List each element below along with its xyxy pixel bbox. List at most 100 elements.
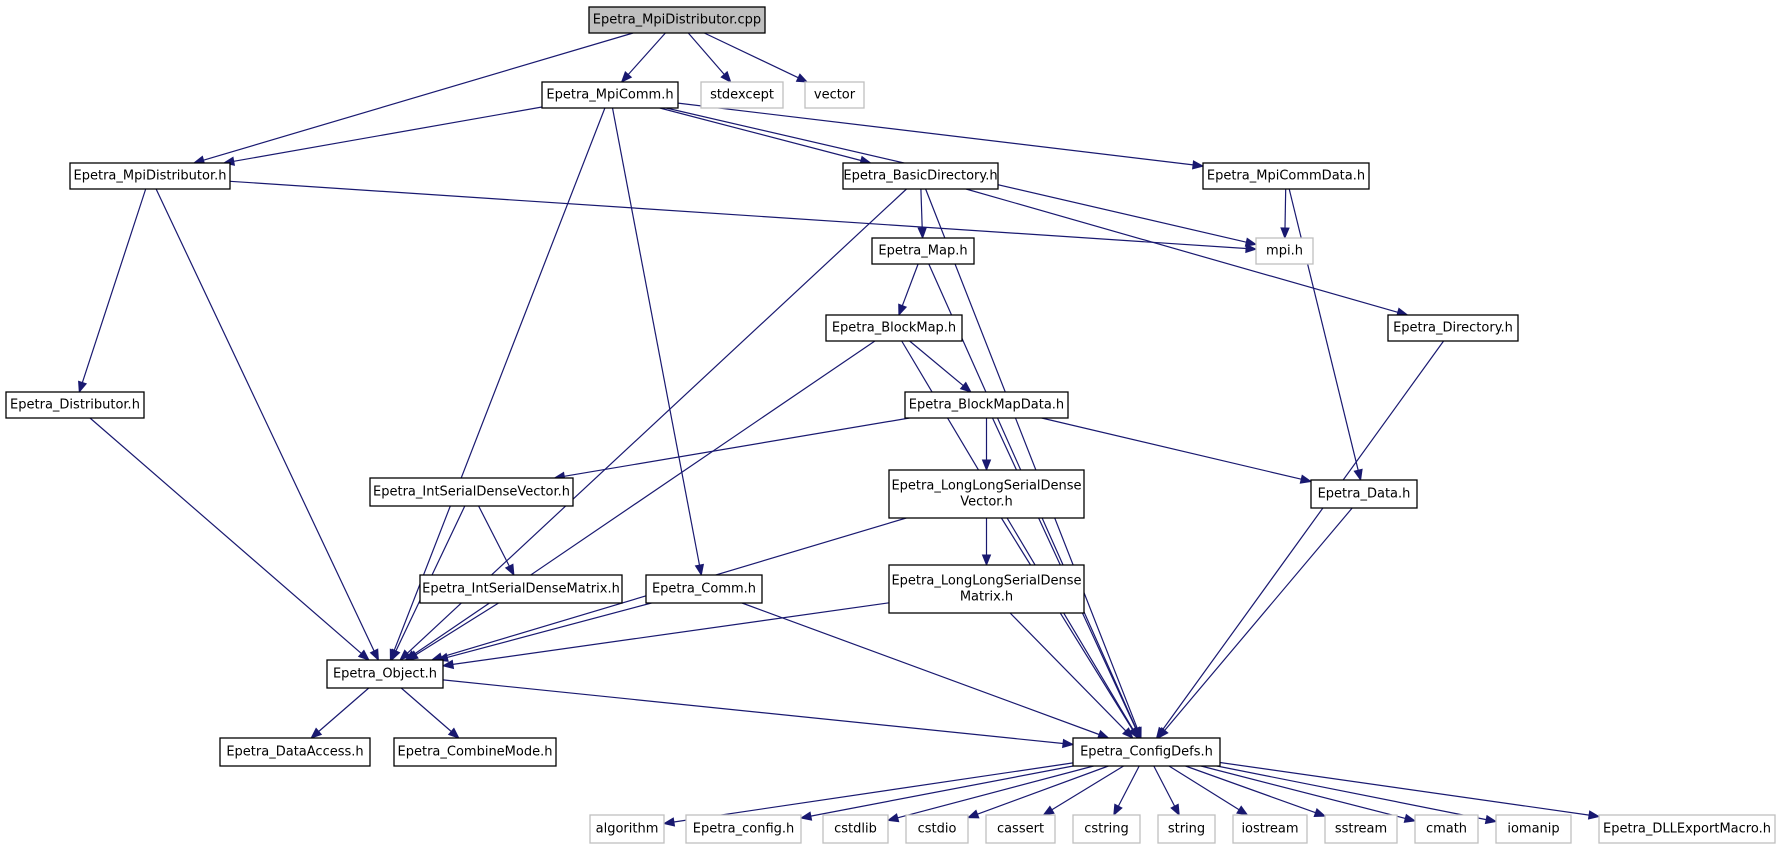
edge-line: [687, 32, 725, 75]
node-blockmapdata_h[interactable]: Epetra_BlockMapData.h: [904, 391, 1069, 419]
edge-configdefs_h-to-sstream: [1185, 765, 1327, 818]
node-label: Epetra_MpiCommData.h: [1207, 169, 1365, 184]
node-box: [1310, 479, 1418, 509]
node-intserialdensematrix_h[interactable]: Epetra_IntSerialDenseMatrix.h: [419, 574, 623, 604]
edge-line: [442, 679, 1064, 745]
node-configdefs_h[interactable]: Epetra_ConfigDefs.h: [1072, 737, 1221, 767]
edge-configdefs_h-to-cmath: [1200, 765, 1417, 823]
node-mpicomm_h[interactable]: Epetra_MpiComm.h: [541, 81, 679, 109]
node-box: [69, 162, 231, 190]
edge-line: [400, 687, 452, 732]
node-stdexcept: stdexcept: [700, 81, 784, 109]
node-label: Epetra_config.h: [693, 822, 795, 837]
node-cmath: cmath: [1414, 814, 1479, 844]
edge-arrowhead: [1245, 243, 1258, 254]
edge-line: [203, 32, 634, 161]
edge-mpicomm_h-to-comm_h: [611, 107, 705, 577]
node-label: Epetra_LongLongSerialDense: [891, 479, 1081, 494]
node-map_h[interactable]: Epetra_Map.h: [871, 237, 975, 265]
node-blockmap_h[interactable]: Epetra_BlockMap.h: [825, 314, 963, 342]
edge-arrowhead: [1244, 237, 1258, 247]
edge-arrowhead: [1096, 729, 1110, 739]
node-label: Vector.h: [960, 495, 1013, 510]
edge-arrowhead: [694, 563, 705, 577]
edge-arrowhead: [441, 659, 455, 670]
node-label: iomanip: [1507, 822, 1559, 837]
edge-arrowhead: [799, 811, 813, 821]
node-label: Epetra_Comm.h: [652, 582, 756, 597]
node-directory_h[interactable]: Epetra_Directory.h: [1387, 314, 1519, 342]
edge-line: [1000, 517, 1134, 730]
node-label: Epetra_Data.h: [1318, 487, 1411, 502]
node-mpidistributor_h[interactable]: Epetra_MpiDistributor.h: [69, 162, 231, 190]
node-combinemode_h[interactable]: Epetra_CombineMode.h: [393, 737, 557, 767]
node-box: [1072, 814, 1141, 844]
node-intserialdensevector_h[interactable]: Epetra_IntSerialDenseVector.h: [369, 477, 574, 507]
edge-mpicomm_h-to-basicdirectory_h: [659, 107, 873, 165]
edge-arrowhead: [1280, 227, 1290, 240]
edge-arrowhead: [1170, 803, 1180, 817]
edge-intserialdensematrix_h-to-object_h: [406, 602, 499, 661]
edge-arrowhead: [720, 70, 732, 84]
edge-line: [677, 102, 1194, 166]
edge-arrowhead: [981, 459, 992, 472]
node-label: Epetra_Object.h: [333, 667, 437, 682]
edge-configdefs_h-to-algorithm: [662, 762, 1074, 827]
edge-arrowhead: [981, 554, 992, 567]
edge-mpidistributor_cpp-to-vector: [704, 32, 809, 83]
edge-basicdirectory_h-to-map_h: [917, 188, 927, 240]
node-label: cstring: [1084, 822, 1128, 837]
edge-line: [1200, 765, 1406, 819]
edge-comm_h-to-object_h: [436, 602, 652, 662]
edge-arrowhead: [357, 649, 370, 661]
edge-line: [1168, 765, 1240, 811]
edge-configdefs_h-to-iomanip: [1216, 765, 1498, 825]
node-data_h[interactable]: Epetra_Data.h: [1310, 479, 1418, 509]
edge-line: [229, 180, 1247, 250]
node-algorithm: algorithm: [589, 814, 665, 844]
node-box: [1324, 814, 1398, 844]
edge-arrowhead: [917, 227, 927, 240]
edge-arrowhead: [898, 303, 908, 317]
edge-comm_h-to-configdefs_h: [741, 602, 1110, 739]
edge-line: [81, 188, 147, 383]
edge-line: [478, 505, 510, 567]
edge-object_h-to-configdefs_h: [442, 679, 1075, 749]
node-box: [685, 814, 802, 844]
node-label: algorithm: [596, 822, 659, 837]
edge-mpidistributor_cpp-to-mpicomm_h: [620, 32, 666, 84]
edge-blockmapdata_h-to-data_h: [1041, 417, 1313, 484]
node-basicdirectory_h[interactable]: Epetra_BasicDirectory.h: [842, 162, 999, 190]
node-comm_h[interactable]: Epetra_Comm.h: [645, 574, 763, 604]
node-distributor_h[interactable]: Epetra_Distributor.h: [5, 391, 145, 419]
edge-line: [965, 188, 1398, 313]
node-label: Epetra_BlockMapData.h: [909, 398, 1064, 413]
edge-line: [1041, 417, 1302, 480]
node-label: sstream: [1335, 822, 1387, 837]
node-box: [1387, 314, 1519, 342]
edge-line: [810, 765, 1074, 817]
edges-layer: [78, 32, 1601, 827]
node-object_h[interactable]: Epetra_Object.h: [326, 659, 444, 689]
edge-arrowhead: [1192, 160, 1205, 170]
edge-mpidistributor_h-to-mpi_h: [229, 180, 1258, 254]
node-mpicommdata_h[interactable]: Epetra_MpiCommData.h: [1202, 162, 1370, 190]
node-mpidistributor_cpp[interactable]: Epetra_MpiDistributor.cpp: [588, 6, 766, 34]
node-dataaccess_h[interactable]: Epetra_DataAccess.h: [219, 737, 371, 767]
node-label: Epetra_Directory.h: [1393, 321, 1513, 336]
edge-line: [901, 263, 919, 306]
edge-line: [1051, 765, 1124, 811]
edge-data_h-to-configdefs_h: [1157, 507, 1353, 740]
node-label: Epetra_MpiComm.h: [546, 88, 673, 103]
edge-distributor_h-to-object_h: [89, 417, 370, 661]
edge-arrowhead: [1236, 805, 1249, 816]
node-box: [541, 81, 679, 109]
node-label: Epetra_Distributor.h: [10, 398, 140, 413]
edge-arrowhead: [795, 73, 809, 83]
edge-blockmapdata_h-to-longlongserialdensevector_h: [981, 418, 992, 472]
edge-object_h-to-combinemode_h: [400, 687, 460, 739]
node-box: [905, 814, 969, 844]
node-label: cstdlib: [834, 822, 877, 837]
